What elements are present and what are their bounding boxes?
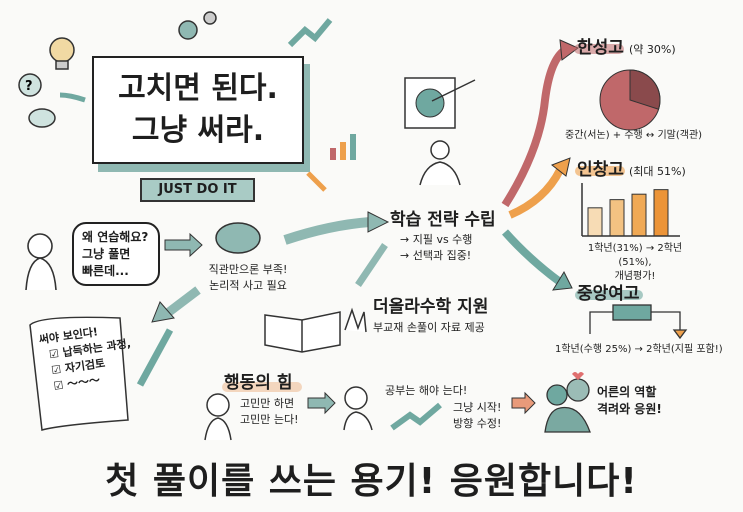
action-title: 행동의 힘 [224, 373, 293, 393]
bubble-line: 그냥 풀면 [82, 247, 131, 261]
brain-line1: 직관만으론 부족! [208, 263, 288, 276]
determined-person-icon [343, 386, 373, 431]
jungang-diagram [589, 304, 688, 340]
bar [631, 193, 647, 237]
strategy-sub1: → 지필 vs 수행 [400, 233, 473, 246]
inchang-caption1: 1학년(31%) → 2학년(51%), [587, 243, 683, 268]
book-icon [264, 311, 341, 353]
adult-role-text: 어른의 역할 격려와 응원! [597, 384, 662, 418]
inchang-caption: 1학년(31%) → 2학년(51%), 개념평가! [575, 242, 695, 284]
arrow-right [164, 232, 203, 258]
question-speech-bubble: 왜 연습해요? 그냥 풀면 빠른데... [72, 222, 160, 286]
strategy-sub2: → 선택과 집중! [400, 249, 472, 262]
hanseong-caption: 중간(서논) + 수행 ↔ 기말(객관) [565, 130, 703, 141]
hanseong-pie-chart [599, 69, 661, 131]
main-title-board: 고치면 된다. 그냥 써라. [92, 56, 304, 164]
adult-text1: 어른의 역할 [597, 385, 657, 399]
title-line2: 그냥 써라. [131, 113, 265, 148]
school-hanseong: 한성고 (약 30%) [577, 33, 676, 58]
arrow-to-scroll [162, 286, 201, 319]
school-note: (약 30%) [629, 43, 676, 56]
curved-arrow-left [59, 92, 86, 103]
chat-bubble-icon [28, 108, 56, 128]
arrow-to-support [355, 243, 388, 287]
school-name: 인창고 [577, 160, 624, 180]
worried-person-icon [204, 393, 232, 441]
orange-arrow [306, 171, 327, 192]
gear-icon [178, 11, 217, 40]
lightbulb-icon [49, 37, 75, 70]
question-bubble-icon [18, 73, 42, 97]
arrow-inchang [508, 168, 564, 219]
brain-line2: 논리적 사고 필요 [209, 279, 287, 292]
pie-slice-share [629, 69, 661, 110]
bar [609, 199, 625, 237]
think-text: 공부는 해야 는다! [385, 384, 468, 397]
school-jungang: 중앙여고 [577, 284, 640, 304]
just-do-it-ribbon: JUST DO IT [140, 178, 255, 202]
go-text: 그냥 시작! 방향 수정! [453, 400, 501, 432]
svg-text:?: ? [25, 79, 33, 94]
bar [653, 189, 669, 237]
scroll-item2-text: 자기검토 [64, 356, 106, 376]
arrow-jungang [502, 229, 563, 286]
support-title: 더올라수학 지원 [373, 297, 489, 317]
scroll-icon [29, 316, 129, 431]
school-name: 한성고 [577, 38, 624, 58]
jungang-caption: 1학년(수행 25%) → 2학년(지필 포함!) [555, 344, 723, 355]
title-line1: 고치면 된다. [118, 71, 278, 106]
thinking-person-icon [25, 233, 57, 291]
bubble-line: 빠른데... [82, 264, 129, 278]
adult-text2: 격려와 응원! [597, 402, 662, 416]
go-text2: 방향 수정! [453, 417, 502, 430]
go-text1: 그냥 시작! [453, 401, 502, 414]
support-sub: 부교재 손풀이 자료 제공 [373, 321, 485, 334]
action-text1: 고민만 하면 [240, 397, 295, 410]
heart-icon [572, 372, 584, 380]
strategy-title: 학습 전략 수립 [390, 210, 496, 230]
brain-caption: 직관만으론 부족! 논리적 사고 필요 [202, 262, 294, 294]
inchang-bar-chart [587, 189, 669, 237]
strategy-sub: → 지필 vs 수행 → 선택과 집중! [400, 232, 472, 264]
cheering-person-icon [419, 140, 461, 186]
action-text: 고민만 하면 고민만 는다! [240, 396, 299, 428]
pen-icon [136, 328, 174, 387]
waving-hand-icon [344, 307, 367, 333]
bar [587, 207, 603, 237]
bubble-line: 왜 연습해요? [82, 230, 149, 244]
school-note: (최대 51%) [629, 165, 686, 178]
scroll-text: 써야 보인다! ☑ 납득하는 과정, ☑ 자기검토 ☑ ～～～ [38, 320, 136, 396]
action-text2: 고민만 는다! [240, 413, 299, 426]
zigzag-arrow [390, 402, 442, 431]
school-inchang: 인창고 (최대 51%) [577, 155, 686, 180]
footer-slogan: 첫 풀이를 쓰는 용기! 응원합니다! [105, 461, 638, 502]
bar-chart-icon [330, 134, 356, 160]
hugging-people-icon [544, 378, 591, 433]
trend-arrow-icon [287, 18, 333, 48]
arrow-to-strategy [283, 217, 371, 245]
arrow-hanseong [501, 46, 568, 208]
brain-icon [215, 222, 261, 254]
inchang-caption2: 개념평가! [614, 271, 656, 282]
